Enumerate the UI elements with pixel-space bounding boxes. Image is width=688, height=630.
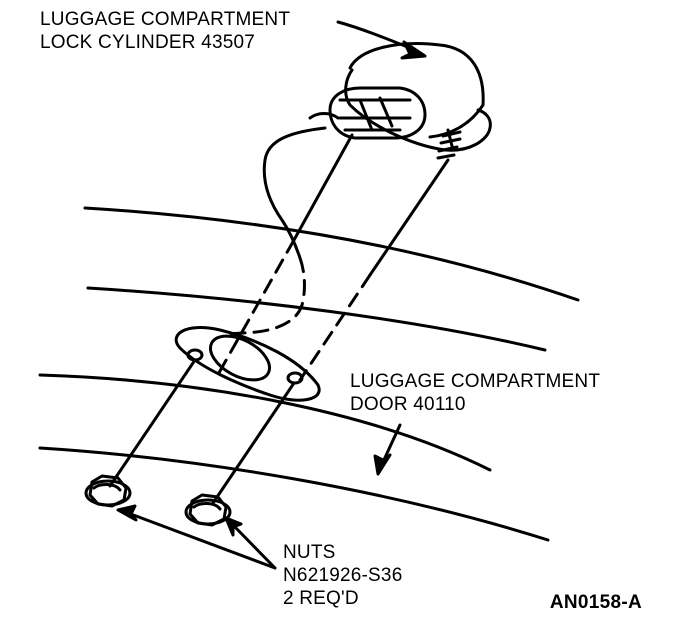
lock-cylinder-label: LUGGAGE COMPARTMENT LOCK CYLINDER 43507	[40, 8, 290, 54]
door-lock-hole	[209, 334, 271, 382]
nuts-leader-arrowhead-right	[224, 516, 243, 537]
nuts-label-line1: NUTS	[283, 542, 336, 563]
door-label: LUGGAGE COMPARTMENT DOOR 40110	[350, 370, 600, 416]
nut-alignment-line-left	[108, 358, 197, 488]
alignment-line-right	[368, 158, 450, 277]
nut-left	[84, 474, 132, 508]
nut-right-hex	[188, 493, 228, 527]
actuator-rod-hidden	[226, 256, 306, 336]
cylinder-collar	[328, 86, 427, 140]
door-leader-arrowhead	[373, 453, 392, 476]
rod-attachment	[358, 96, 394, 132]
door-label-line2: DOOR 40110	[350, 394, 466, 415]
nuts-label-line2: N621926-S36	[283, 565, 403, 586]
cylinder-body	[348, 42, 485, 139]
door-contour-line-4	[38, 446, 550, 542]
cylinder-leader-line	[336, 20, 412, 50]
door-leader-line	[381, 423, 402, 464]
nuts-label: NUTS N621926-S36 2 REQ'D	[283, 541, 402, 610]
lock-cylinder-label-line1: LUGGAGE COMPARTMENT	[40, 9, 291, 30]
nuts-leader-arrowhead-left	[116, 504, 138, 522]
alignment-line-left	[292, 133, 354, 242]
alignment-line-left-hidden	[214, 238, 296, 380]
door-contour-line-1	[83, 206, 580, 302]
door-label-line1: LUGGAGE COMPARTMENT	[350, 371, 601, 392]
nut-right	[184, 493, 232, 527]
cylinder-leader-arrowhead	[400, 40, 427, 60]
mounting-stud	[436, 128, 462, 160]
door-opening-outline	[174, 326, 321, 402]
figure-id: AN0158-A	[549, 592, 642, 613]
nut-left-top	[92, 483, 122, 492]
lock-cylinder	[308, 42, 492, 160]
nuts-leader-line-left	[126, 511, 277, 570]
nut-alignment-line-right	[211, 381, 296, 505]
nuts-label-line3: 2 REQ'D	[283, 588, 359, 609]
lock-cylinder-label-line2: LOCK CYLINDER 43507	[40, 32, 256, 53]
nut-left-hex	[88, 474, 128, 508]
cylinder-flange	[344, 68, 492, 152]
actuator-rod	[262, 126, 327, 260]
nuts-leader-line-right	[230, 522, 277, 570]
door-contour-line-2	[86, 286, 547, 352]
nut-right-top	[192, 502, 222, 511]
alignment-line-right-hidden	[298, 273, 372, 382]
cylinder-rod-stub	[308, 112, 340, 120]
